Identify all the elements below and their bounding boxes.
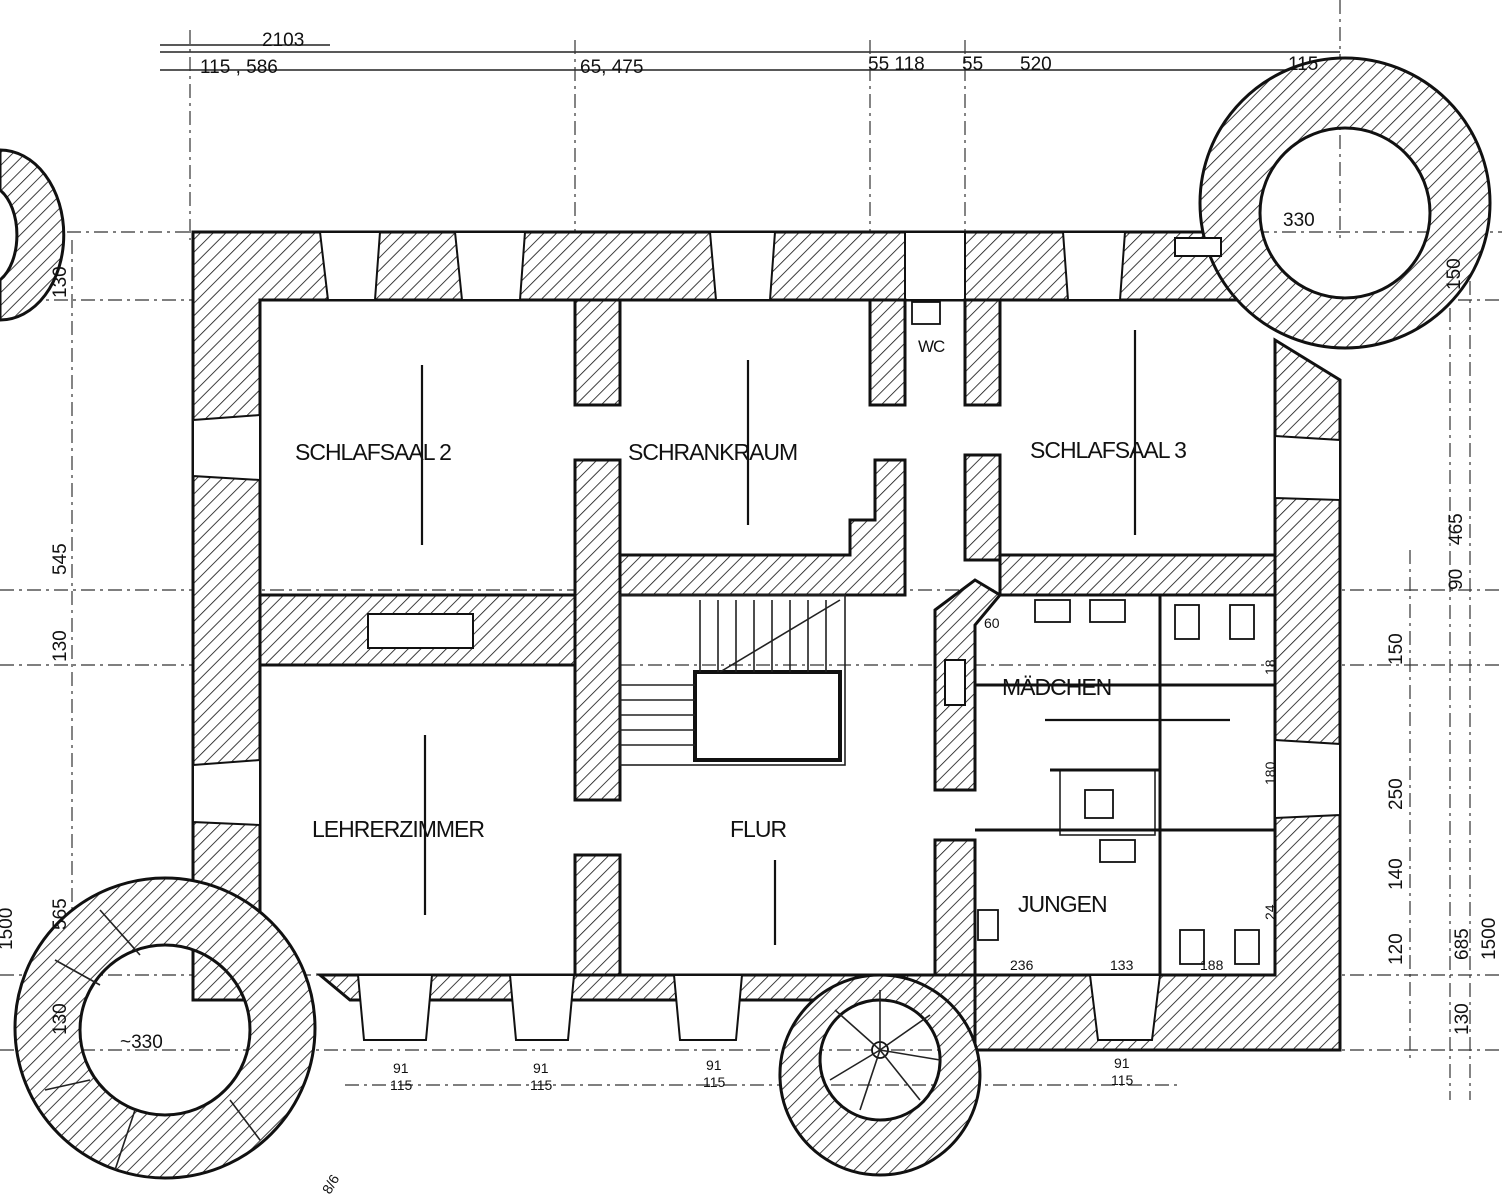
dim-top-total: 2103 [262, 30, 304, 51]
dim-right-9: 1500 [1479, 918, 1500, 960]
dim-right-6: 140 [1386, 858, 1407, 890]
dim-right-5: 250 [1386, 778, 1407, 810]
dim-top-1: 115 , 586 [200, 57, 278, 78]
dim-left-4: 565 [50, 898, 71, 930]
room-labels: SCHLAFSAAL 2 SCHRANKRAUM SCHLAFSAAL 3 WC… [295, 337, 1187, 917]
dim-bottom-2a: 91 [533, 1060, 549, 1076]
dim-bottom-1b: 115 [390, 1077, 413, 1093]
dim-top-3: 55 118 [868, 54, 925, 75]
label-wc: WC [918, 337, 945, 356]
dim-small-180: 180 [1262, 761, 1278, 785]
dim-bottom-4a: 91 [1114, 1055, 1130, 1071]
dim-right-7: 120 [1386, 933, 1407, 965]
interior-walls [258, 298, 1277, 977]
dim-tower-ne: 330 [1283, 210, 1315, 231]
label-jungen: JUNGEN [1018, 891, 1107, 917]
dim-small-24: 24 [1262, 904, 1278, 920]
label-flur: FLUR [730, 816, 786, 842]
dim-top-6: 115 [1288, 54, 1318, 75]
tower-west-partial [0, 148, 66, 322]
dim-left-1: 130 [50, 266, 71, 298]
dim-small-236: 236 [1010, 957, 1034, 973]
dim-right-4: 150 [1386, 633, 1407, 665]
sanitary-fixtures [911, 301, 1275, 975]
dim-tower-sw: ~330 [120, 1032, 163, 1053]
dim-left-6: 130 [50, 1003, 71, 1035]
dim-top-2: 65, 475 [580, 57, 643, 78]
dim-bottom-4b: 115 [1111, 1072, 1134, 1088]
dim-right-3: 90 [1446, 569, 1467, 590]
label-schlafsaal-2: SCHLAFSAAL 2 [295, 439, 451, 465]
label-lehrerzimmer: LEHRERZIMMER [312, 816, 484, 842]
label-schrankraum: SCHRANKRAUM [628, 439, 797, 465]
dim-left-3: 130 [50, 630, 71, 662]
dim-small-86: 8/6 [319, 1171, 343, 1196]
tower-southwest [13, 876, 317, 1180]
dim-top-4: 55 [962, 54, 983, 75]
dim-bottom-1a: 91 [393, 1060, 409, 1076]
label-maedchen: MÄDCHEN [1002, 674, 1111, 700]
dim-bottom-3b: 115 [703, 1074, 726, 1090]
dim-small-188: 188 [1200, 957, 1224, 973]
dim-small-18: 18 [1262, 659, 1278, 675]
dim-bottom-3a: 91 [706, 1057, 722, 1073]
main-staircase [619, 594, 846, 766]
span-arrows [420, 330, 1230, 945]
dim-right-1: 150 [1444, 258, 1465, 290]
dim-right-8: 685 [1452, 928, 1473, 960]
dim-right-10: 130 [1452, 1003, 1473, 1035]
tower-northeast [1174, 56, 1492, 350]
north-windows [318, 231, 1127, 301]
dim-right-2: 465 [1446, 513, 1467, 545]
side-windows [192, 413, 1341, 827]
dim-small-133: 133 [1110, 957, 1134, 973]
dim-bottom-2b: 115 [530, 1077, 553, 1093]
dimension-texts: 2103 115 , 586 65, 475 55 118 55 520 115… [0, 30, 1500, 1197]
label-schlafsaal-3: SCHLAFSAAL 3 [1030, 437, 1186, 463]
dim-left-5: 1500 [0, 908, 17, 950]
dim-left-2: 545 [50, 543, 71, 575]
dim-small-60: 60 [984, 615, 1000, 631]
dim-top-5: 520 [1020, 54, 1052, 75]
south-windows [356, 974, 1162, 1041]
tower-south-stair [778, 973, 982, 1177]
